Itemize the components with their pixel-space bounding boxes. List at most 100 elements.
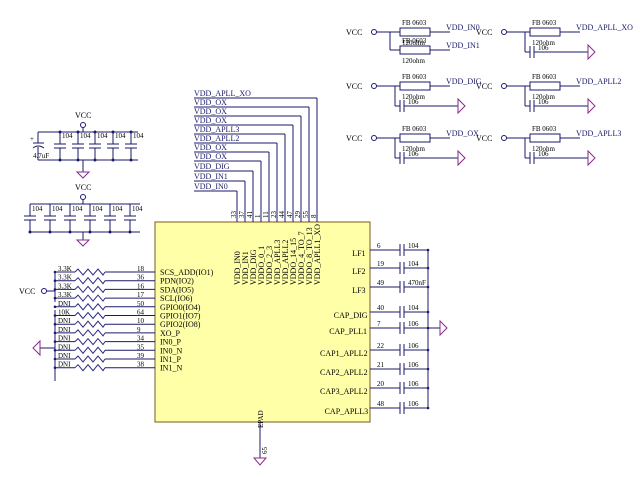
chip-pin-label-right: CAP_DIG (334, 311, 368, 320)
pin-number: 35 (137, 343, 145, 351)
vcc-port-circle (80, 122, 86, 128)
vcc-label-top-decoupling: VCC (75, 111, 91, 120)
filter-net-label: VDD_IN0 (446, 23, 480, 32)
net-label: VDD_IN1 (194, 172, 228, 181)
pin-number: 44 (278, 211, 286, 219)
ground-icon (75, 239, 91, 247)
ferrite-bead (399, 133, 431, 143)
vcc-label-left: VCC (19, 287, 35, 296)
resistor-zigzag (74, 355, 106, 363)
chip-pin-label-left: SCS_ADD(IO1) (160, 268, 214, 277)
pin-number: 49 (377, 279, 385, 287)
ferrite-impedance: 120ohm (532, 145, 556, 153)
chip-pin-label-right: CAP3_APLL2 (320, 387, 368, 396)
chip-pin-label-left: PDN(IO2) (160, 277, 194, 286)
chip-pin-label-left: IN0_N (160, 346, 182, 355)
filter-cap-value: 106 (538, 150, 549, 158)
resistor-zigzag (74, 311, 106, 320)
pin-number: 18 (137, 265, 145, 273)
pin-number: 21 (377, 361, 385, 369)
filter-net-label: VDD_IN1 (446, 41, 480, 50)
resistor-zigzag (74, 276, 106, 285)
resistor-value: DNI (58, 352, 71, 360)
vcc-label: VCC (346, 28, 362, 37)
pin-number: 22 (377, 342, 385, 350)
epad-label: EPAD (257, 410, 265, 428)
resistor-value: DNI (58, 300, 71, 308)
resistor-value: 3.3K (58, 265, 72, 273)
cap-value: 106 (408, 342, 419, 350)
pin-number: 10 (137, 317, 145, 325)
filter-net-label: VDD_APLL2 (576, 77, 621, 86)
ground-icon (32, 339, 41, 357)
chip-pin-label-top: VDD_IN1 (241, 251, 250, 285)
net-label: VDD_OX (194, 143, 227, 152)
ground-icon (252, 457, 268, 466)
cap-value: 104 (408, 304, 419, 312)
cap-value: 106 (408, 380, 419, 388)
ferrite-part: FB 0603 (402, 37, 427, 45)
ground-icon (457, 97, 466, 115)
decoupling-cap-value: 104 (80, 132, 91, 140)
filter-net-label: VDD_OX (446, 129, 479, 138)
resistor-value: 3.3K (58, 291, 72, 299)
pin-number: 6 (377, 242, 381, 250)
resistor-zigzag (74, 294, 106, 302)
chip-pin-label-top: VDD_APLL1_XO (313, 224, 322, 285)
net-label: VDD_OX (194, 98, 227, 107)
chip-pin-label-right: LF3 (352, 286, 365, 295)
pin-number: 34 (137, 335, 145, 343)
ferrite-bead (529, 27, 561, 37)
chip-pin-label-left: SDA(IO5) (160, 285, 194, 294)
resistor-value: 10K (58, 309, 70, 317)
ferrite-part: FB 0603 (532, 125, 557, 133)
chip-body (154, 221, 371, 423)
chip-pin-label-top: VDDO_14_15 (289, 238, 298, 285)
vcc-label: VCC (346, 82, 362, 91)
ferrite-bead (529, 81, 561, 91)
ground-icon (587, 43, 596, 61)
decoupling-cap-value: 104 (112, 205, 123, 213)
filter-cap-value: 106 (538, 98, 549, 106)
resistor-zigzag (74, 285, 106, 294)
net-label-group: VDD_APLL_XOVDD_OXVDD_OXVDD_OXVDD_APLL3VD… (194, 89, 318, 200)
pin-number: 41 (246, 211, 254, 219)
pin-number: 1 (254, 214, 262, 218)
chip-pin-label-top: VDD_IN0 (233, 251, 242, 285)
chip-pin-label-right: CAP2_APLL2 (320, 368, 368, 377)
decoupling-cap-value: 104 (72, 205, 83, 213)
svg-text:+: + (30, 135, 34, 143)
resistor-zigzag (74, 363, 106, 372)
pin-number: 11 (262, 211, 270, 218)
cap-value: 104 (408, 260, 419, 268)
resistor-zigzag (74, 320, 106, 329)
filter-cap-value: 106 (538, 44, 549, 52)
chip-pin-label-left: GPIO0(IO4) (160, 303, 201, 312)
vcc-label-bottom-decoupling: VCC (75, 183, 91, 192)
net-label: VDD_IN0 (194, 182, 228, 191)
decoupling-cap-value: 104 (32, 205, 43, 213)
pin-number: 55 (302, 211, 310, 219)
pin-number: 16 (137, 282, 145, 290)
ferrite-impedance: 120ohm (402, 93, 426, 101)
decoupling-cap-value: 104 (52, 205, 63, 213)
resistor-value: DNI (58, 361, 71, 369)
ferrite-part: FB 0603 (402, 125, 427, 133)
cap-value: 104 (408, 242, 419, 250)
resistor-zigzag (74, 346, 106, 355)
ground-icon (439, 319, 448, 337)
cap-value: 106 (408, 400, 419, 408)
resistor-zigzag (74, 268, 106, 276)
resistor-zigzag (74, 337, 106, 346)
pin-number: 29 (294, 211, 302, 219)
vcc-label: VCC (476, 82, 492, 91)
epad-pin-number: 65 (261, 447, 269, 455)
ground-icon (75, 171, 91, 179)
net-label: VDD_OX (194, 107, 227, 116)
pin-number: 48 (377, 400, 385, 408)
net-label: VDD_APLL3 (194, 125, 239, 134)
vcc-label: VCC (346, 134, 362, 143)
decoupling-cap-value: 104 (132, 205, 143, 213)
